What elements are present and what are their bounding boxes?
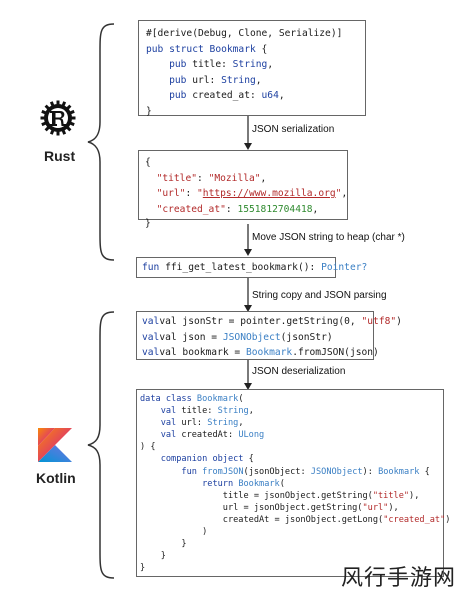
json-title-line: "title": "Mozilla", — [156, 172, 267, 184]
rust-brace — [87, 23, 115, 261]
kt-line-5: ) { — [140, 442, 156, 453]
arrow-move-heap — [244, 224, 252, 256]
kt-line-6: companion object { — [160, 454, 254, 465]
kt-line-10: url = jsonObject.getString("url"), — [140, 502, 399, 513]
kt-line-9: title = jsonObject.getString("title"), — [140, 490, 420, 501]
kt-line-8: return Bookmark( — [202, 478, 285, 489]
rust-struct-close: } — [146, 105, 152, 117]
label-serialization: JSON serialization — [252, 124, 335, 135]
parse-line-3: valval bookmark = Bookmark.fromJSON(json… — [142, 347, 379, 358]
label-move-heap: Move JSON string to heap (char *) — [252, 232, 405, 243]
label-string-copy: String copy and JSON parsing — [252, 290, 387, 301]
kt-line-2: val title: String, — [160, 406, 254, 417]
kotlin-parse-box: valval jsonStr = pointer.getString(0, "u… — [136, 311, 402, 360]
parse-line-2: valval json = JSONObject(jsonStr) — [142, 331, 333, 343]
watermark: 风行手游网 — [340, 566, 456, 591]
kotlin-logo-icon — [38, 428, 72, 462]
kotlin-brace — [87, 311, 115, 579]
rust-struct-line: pub struct Bookmark { — [146, 43, 268, 55]
rust-derive-line: #[derive(Debug, Clone, Serialize)] — [146, 28, 343, 39]
rust-field-title: pub title: String, — [169, 59, 274, 70]
rust-label: Rust — [44, 148, 76, 164]
json-close: } — [145, 217, 151, 229]
json-open: { — [145, 157, 151, 168]
rust-struct-box: #[derive(Debug, Clone, Serialize)] pub s… — [138, 20, 366, 117]
json-url-line: "url": "https://www.mozilla.org", — [156, 188, 348, 199]
kt-line-13: } — [140, 539, 187, 550]
kt-line-11: createdAt = jsonObject.getLong("created_… — [140, 514, 451, 525]
rust-field-url: pub url: String, — [169, 74, 262, 86]
rust-logo-icon — [40, 100, 76, 136]
kt-line-4: val createdAt: ULong — [160, 430, 265, 441]
kotlin-class-box: data class Bookmark( val title: String, … — [136, 389, 451, 577]
arrow-serialization — [244, 116, 252, 150]
kt-line-15: } — [140, 563, 146, 574]
kt-line-1: data class Bookmark( — [140, 394, 244, 404]
rust-field-created: pub created_at: u64, — [169, 90, 285, 101]
arrow-string-copy — [244, 278, 252, 312]
json-created-line: "created_at": 1551812704418, — [156, 203, 319, 215]
label-deserialization: JSON deserialization — [252, 366, 346, 377]
ffi-box: fun ffi_get_latest_bookmark(): Pointer? — [136, 257, 368, 278]
kt-line-7: fun fromJSON(jsonObject: JSONObject): Bo… — [181, 466, 430, 477]
kt-line-14: } — [140, 551, 166, 562]
arrow-deserialization — [244, 360, 252, 390]
ffi-line: fun ffi_get_latest_bookmark(): Pointer? — [142, 262, 368, 273]
parse-line-1: valval jsonStr = pointer.getString(0, "u… — [142, 316, 402, 327]
kt-line-3: val url: String, — [160, 418, 244, 429]
json-box: { "title": "Mozilla", "url": "https://ww… — [138, 150, 348, 229]
kotlin-label: Kotlin — [36, 470, 76, 486]
kt-line-12: ) — [140, 527, 208, 538]
